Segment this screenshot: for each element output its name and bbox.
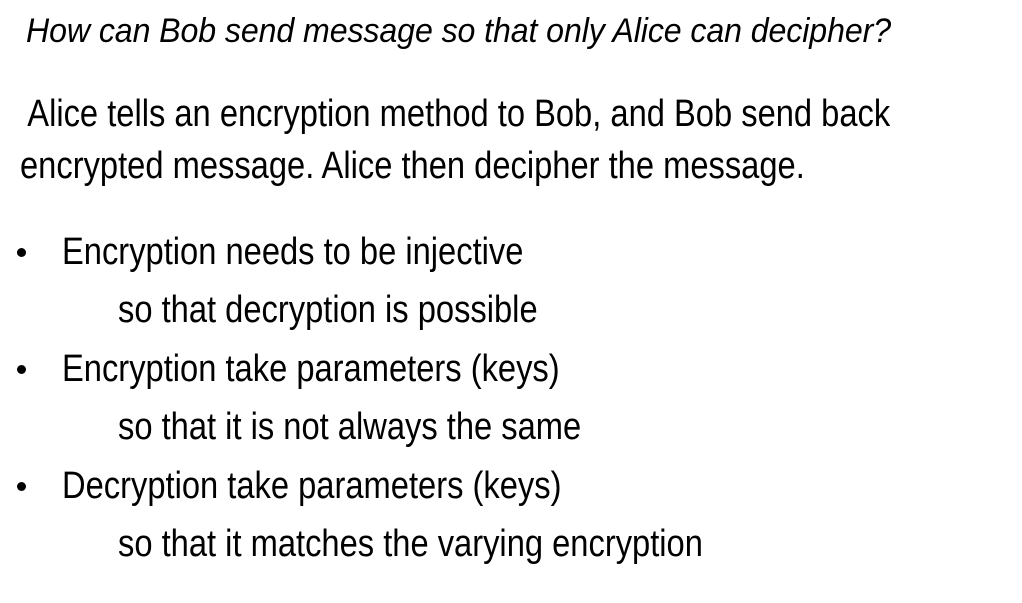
bullet-dot-icon <box>17 482 26 491</box>
bullet-list: Encryption needs to be injective so that… <box>0 226 1022 577</box>
bullet-item-2-label: Encryption take parameters (keys) <box>62 348 560 390</box>
bullet-item-3-sub-label: so that it matches the varying encryptio… <box>118 523 703 565</box>
intro-paragraph: Alice tells an encryption method to Bob,… <box>20 88 1010 192</box>
bullet-item-1-label: Encryption needs to be injective <box>62 231 524 273</box>
bullet-item-3-subline: so that it matches the varying encryptio… <box>0 518 1022 577</box>
bullet-item-2: Encryption take parameters (keys) <box>0 343 1022 401</box>
bullet-group-1: Encryption needs to be injective so that… <box>0 226 1022 343</box>
intro-paragraph-line-2: encrypted message. Alice then decipher t… <box>20 145 805 187</box>
bullet-item-2-sub-label: so that it is not always the same <box>118 406 582 448</box>
bullet-group-3: Decryption take parameters (keys) so tha… <box>0 460 1022 577</box>
slide-title: How can Bob send message so that only Al… <box>26 12 892 50</box>
bullet-item-3: Decryption take parameters (keys) <box>0 460 1022 518</box>
bullet-dot-icon <box>17 248 26 257</box>
bullet-item-1-sub-label: so that decryption is possible <box>118 289 538 331</box>
bullet-item-1-subline: so that decryption is possible <box>0 284 1022 343</box>
bullet-item-3-label: Decryption take parameters (keys) <box>62 465 562 507</box>
bullet-item-2-subline: so that it is not always the same <box>0 401 1022 460</box>
bullet-group-2: Encryption take parameters (keys) so tha… <box>0 343 1022 460</box>
bullet-dot-icon <box>17 365 26 374</box>
intro-paragraph-line-1: Alice tells an encryption method to Bob,… <box>20 93 891 135</box>
bullet-item-1: Encryption needs to be injective <box>0 226 1022 284</box>
